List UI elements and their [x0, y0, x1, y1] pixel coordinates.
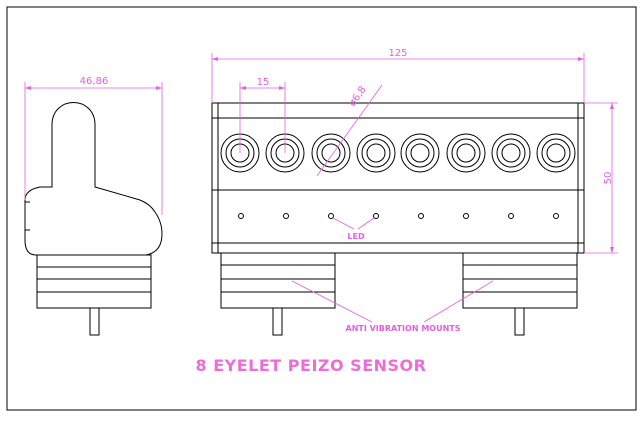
overall-length-dimension: 125: [211, 48, 585, 103]
led-indicator: [373, 213, 379, 219]
drawing-title: 8 EYELET PEIZO SENSOR: [196, 356, 427, 375]
led-callout-label: LED: [347, 232, 365, 241]
height-dimension: 50: [584, 102, 618, 254]
side-mount-stud: [89, 307, 100, 336]
side-view-body: [24, 102, 163, 256]
front-view: [211, 102, 585, 336]
led-indicator: [463, 213, 469, 219]
height-label: 50: [603, 172, 614, 185]
side-width-label: 46,86: [80, 76, 109, 87]
side-mount-block: [36, 254, 152, 309]
led-indicator: [238, 213, 244, 219]
led-indicator: [418, 213, 424, 219]
side-view: 46,86: [24, 76, 163, 336]
eyelet-diameter-label: ø6,8: [347, 84, 369, 108]
front-mount-right: [462, 252, 578, 309]
overall-length-label: 125: [388, 48, 407, 59]
led-callout: LED: [332, 217, 375, 241]
led-indicator: [553, 213, 559, 219]
eyelet-row: [220, 133, 576, 173]
front-stud-right: [514, 307, 525, 336]
led-indicator: [283, 213, 289, 219]
eyelet: [491, 133, 531, 173]
front-stud-left: [272, 307, 283, 336]
eyelet-diameter-dimension: ø6,8: [316, 84, 383, 177]
eyelet-pitch-label: 15: [257, 77, 270, 88]
eyelet: [536, 133, 576, 173]
eyelet: [356, 133, 396, 173]
front-view-body: [211, 102, 585, 254]
led-row: [238, 213, 559, 219]
eyelet: [400, 133, 440, 173]
eyelet: [446, 133, 486, 173]
eyelet-pitch-dimension: 15: [239, 77, 286, 153]
side-width-dimension: 46,86: [24, 76, 163, 215]
mounts-callout-label: ANTI VIBRATION MOUNTS: [346, 324, 461, 333]
mounts-callout: ANTI VIBRATION MOUNTS: [291, 280, 494, 333]
led-indicator: [328, 213, 334, 219]
front-mount-left: [220, 252, 336, 309]
eyelet: [311, 133, 351, 173]
drawing-frame: [6, 6, 637, 411]
led-indicator: [508, 213, 514, 219]
